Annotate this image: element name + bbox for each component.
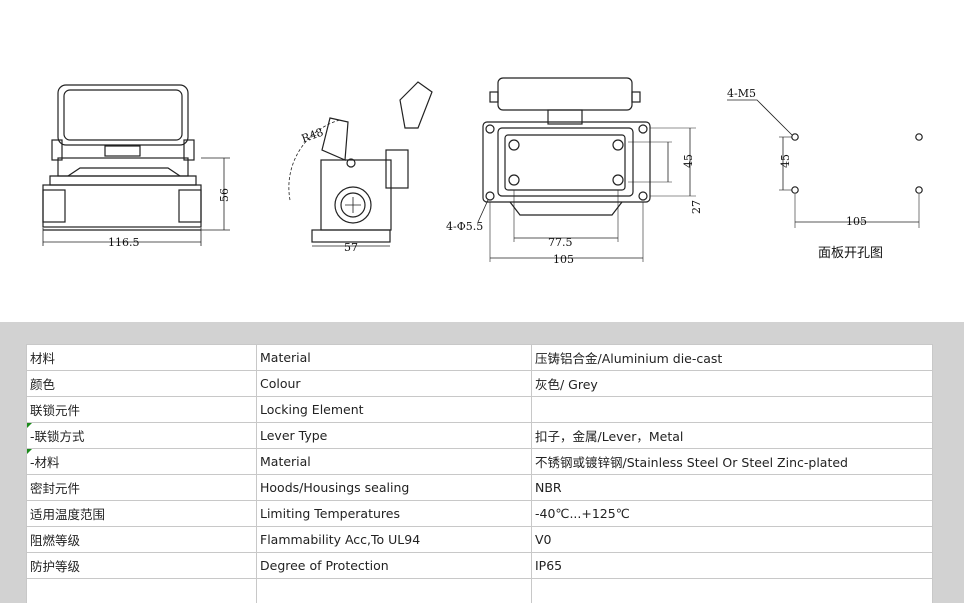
dim-cutout-height: 45 — [779, 154, 792, 168]
spec-label-en: Lever Type — [256, 422, 532, 449]
spec-label-en: Colour — [256, 370, 532, 397]
spec-label-en: Material — [256, 448, 532, 475]
spec-label-cn: 阻燃等级 — [26, 526, 257, 553]
top-view — [477, 77, 696, 262]
spec-value: 灰色/ Grey — [531, 370, 933, 397]
dim-mount-holes: 4-Φ5.5 — [446, 220, 483, 233]
spec-value: NBR — [531, 474, 933, 501]
dim-overall-width: 105 — [553, 253, 574, 266]
dim-height-front: 56 — [218, 188, 231, 202]
dim-outer-height: 27 — [690, 200, 703, 214]
comment-flag-icon — [27, 423, 32, 428]
dim-width-front: 116.5 — [108, 236, 140, 249]
spec-label-en: Limiting Temperatures — [256, 500, 532, 527]
spec-label-cn: 适用温度范围 — [26, 500, 257, 527]
dim-radius: R48 — [300, 126, 325, 146]
panel-cutout — [727, 99, 923, 228]
spec-label-cn: 颜色 — [26, 370, 257, 397]
spec-value: -40℃...+125℃ — [531, 500, 933, 527]
dim-width-side: 57 — [344, 241, 358, 254]
side-view — [288, 81, 433, 247]
cutout-caption: 面板开孔图 — [818, 246, 883, 261]
spec-label-cn: -材料 — [26, 448, 257, 475]
spec-label-cn: 联锁元件 — [26, 396, 257, 423]
spec-value: 不锈钢或镀锌钢/Stainless Steel Or Steel Zinc-pl… — [531, 448, 933, 475]
front-view — [42, 84, 230, 246]
dim-inner-height: 45 — [682, 154, 695, 168]
dim-pitch-x: 77.5 — [548, 236, 573, 249]
spec-label-en: Flammability Acc,To UL94 — [256, 526, 532, 553]
technical-drawing: 116.5 56 R48 57 — [42, 77, 923, 266]
spec-label-cn: 密封元件 — [26, 474, 257, 501]
spec-value: 扣子，金属/Lever，Metal — [531, 422, 933, 449]
dim-cutout-width: 105 — [846, 215, 867, 228]
spec-value: V0 — [531, 526, 933, 553]
dim-thread: 4-M5 — [727, 87, 756, 100]
empty-cell — [256, 578, 532, 603]
empty-cell — [26, 578, 257, 603]
spec-label-en: Material — [256, 344, 532, 371]
spec-label-en: Hoods/Housings sealing — [256, 474, 532, 501]
spec-label-en: Degree of Protection — [256, 552, 532, 579]
spec-value: 压铸铝合金/Aluminium die-cast — [531, 344, 933, 371]
empty-cell — [531, 578, 933, 603]
spec-label-cn: 材料 — [26, 344, 257, 371]
comment-flag-icon — [27, 449, 32, 454]
spec-value: IP65 — [531, 552, 933, 579]
spec-label-en: Locking Element — [256, 396, 532, 423]
spec-label-cn: 防护等级 — [26, 552, 257, 579]
spec-label-cn: -联锁方式 — [26, 422, 257, 449]
spec-value — [531, 396, 933, 423]
spec-row-empty — [26, 578, 933, 603]
